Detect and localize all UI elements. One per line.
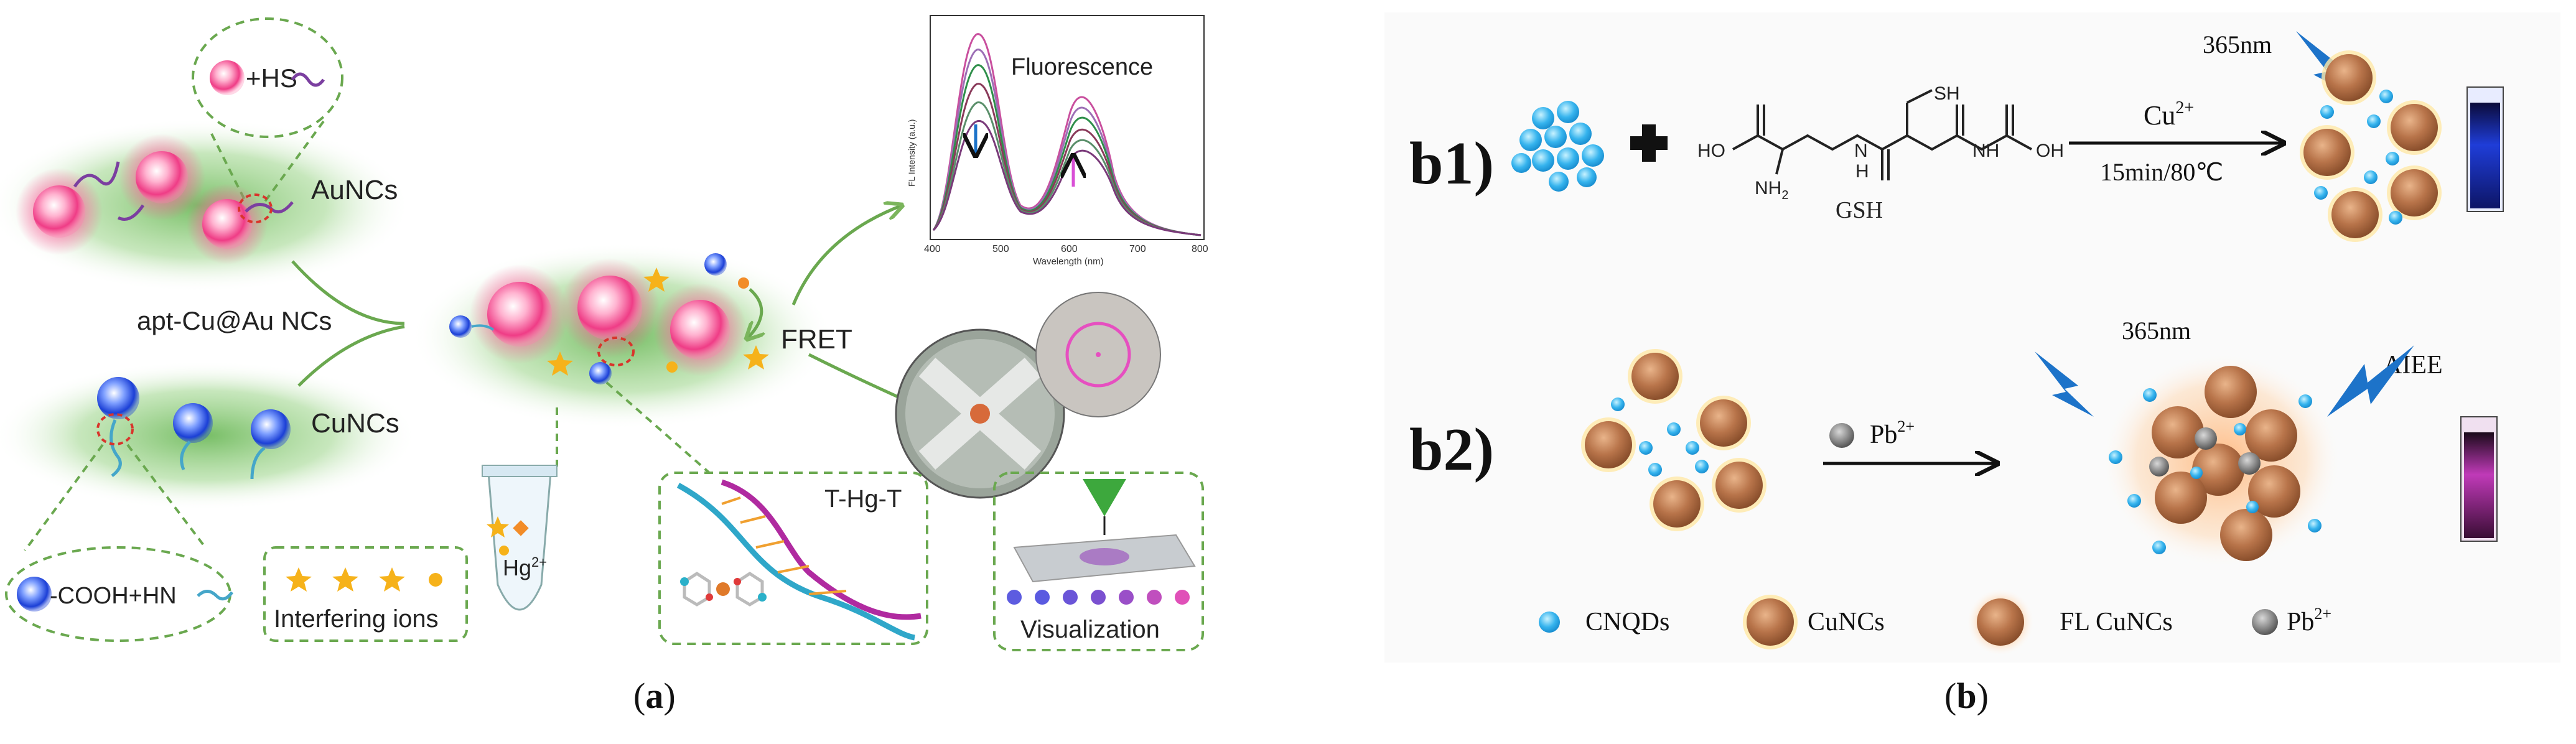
spectrum-ticks: 400 500 600 700 800 bbox=[924, 244, 1208, 254]
gsh-atoms: HO NH2 N H SH NH OH bbox=[1697, 83, 2064, 202]
interfering-box bbox=[263, 546, 468, 642]
legend-pb-label: Pb2+ bbox=[2287, 605, 2331, 636]
gsh-atom-nh2: NH2 bbox=[1755, 178, 1788, 202]
center-assembly bbox=[449, 253, 769, 384]
paper-device bbox=[895, 292, 1161, 499]
b2-reagent-symbol: Pb bbox=[1870, 421, 1897, 449]
legend-cnqd-icon bbox=[1539, 611, 1560, 633]
gsh-atom-nh-left: N bbox=[1854, 141, 1868, 161]
thgt-molecule bbox=[680, 572, 767, 607]
legend-flcunc-icon bbox=[1977, 598, 2024, 646]
spectrum-xtick: 400 bbox=[924, 244, 941, 254]
legend-pb-charge: 2+ bbox=[2314, 605, 2331, 623]
aunc-to-center-arrow bbox=[291, 260, 405, 325]
gsh-atom-n: NH bbox=[1755, 178, 1781, 198]
spectrum-xtick: 800 bbox=[1192, 244, 1208, 254]
hs-leader-2 bbox=[263, 120, 325, 203]
gsh-structure bbox=[1732, 89, 2032, 180]
b2-uv-label: 365nm bbox=[2122, 317, 2191, 345]
b1-conditions: 15min/80℃ bbox=[2100, 158, 2223, 186]
panel-b-frame bbox=[1384, 12, 2560, 663]
cnqd-cluster-b1 bbox=[1511, 101, 1604, 192]
caption-a-letter: a bbox=[645, 676, 664, 716]
b2-reagent: Pb2+ bbox=[1870, 417, 1915, 449]
gsh-atom-ho: HO bbox=[1697, 141, 1725, 161]
cunc-product-b1 bbox=[2300, 50, 2442, 242]
cooh-strand bbox=[197, 590, 234, 601]
b1-reagent-charge: 2+ bbox=[2175, 98, 2194, 118]
cunc-label: CuNCs bbox=[311, 408, 399, 439]
cooh-label: -COOH+HN bbox=[50, 583, 177, 609]
panel-a: +HS AuNCs apt-Cu@Au NCs CuN bbox=[0, 15, 1208, 651]
cooh-particle bbox=[17, 577, 52, 611]
b2-vial bbox=[2460, 416, 2498, 542]
dna-helix bbox=[676, 479, 922, 641]
pb-dot-b2 bbox=[1829, 423, 1854, 448]
apt-label: apt-Cu@Au NCs bbox=[137, 306, 332, 335]
hg-charge: 2+ bbox=[531, 554, 547, 570]
caption-b-letter: b bbox=[1956, 676, 1977, 716]
b1-vial bbox=[2466, 86, 2504, 212]
spectrum-title: Fluorescence bbox=[1011, 54, 1153, 80]
to-spectrum-arrow bbox=[791, 205, 902, 305]
panel-b: b1) HO NH2 N H SH NH OH bbox=[1384, 12, 2560, 663]
cooh-leader-1 bbox=[24, 444, 104, 552]
sample-tube bbox=[482, 465, 558, 611]
spectrum-curves bbox=[932, 33, 1202, 236]
hs-strand bbox=[291, 72, 325, 87]
visualization-label: Visualization bbox=[1020, 616, 1160, 643]
legend-cunc-icon bbox=[1747, 598, 1794, 646]
legend-cnqd-label: CNQDs bbox=[1585, 608, 1669, 636]
legend: CNQDs CuNCs FL CuNCs Pb2+ bbox=[1539, 588, 2331, 656]
legend-pb-symbol: Pb bbox=[2287, 608, 2314, 636]
thgt-label: T-Hg-T bbox=[824, 485, 902, 513]
gsh-atom-h: H bbox=[1855, 161, 1869, 182]
cunc-cluster-b2 bbox=[1581, 349, 1766, 531]
aunc-label: AuNCs bbox=[311, 175, 398, 205]
gsh-atom-nh-right: NH bbox=[1972, 141, 1999, 161]
spectrum-inset: Fluorescence FL Intensity (a.u.) Wavelen… bbox=[907, 15, 1208, 267]
cunc-cluster bbox=[96, 377, 291, 480]
b2-reagent-charge: 2+ bbox=[1897, 417, 1915, 435]
aiee-bolt-icon bbox=[2327, 345, 2414, 417]
plus-icon bbox=[1630, 124, 1668, 162]
hg-label: Hg2+ bbox=[503, 554, 547, 580]
caption-b: (b) bbox=[1944, 676, 1989, 716]
dna-box bbox=[658, 472, 928, 645]
hs-label: +HS bbox=[246, 63, 297, 93]
b1-uv-label: 365nm bbox=[2203, 30, 2272, 58]
b1-reagent-symbol: Cu bbox=[2144, 100, 2175, 131]
fret-label: FRET bbox=[781, 324, 852, 355]
cunc-to-center-arrow bbox=[297, 325, 405, 387]
gsh-atom-oh: OH bbox=[2036, 141, 2064, 161]
aunc-cluster bbox=[16, 134, 294, 264]
legend-pb-icon bbox=[2252, 609, 2278, 635]
caption-a: (a) bbox=[633, 676, 676, 716]
hs-bubble bbox=[192, 17, 343, 138]
b1-label: b1) bbox=[1409, 130, 1494, 197]
visualization-box bbox=[993, 472, 1204, 651]
fret-arrow bbox=[747, 288, 762, 339]
b1-reagent: Cu2+ bbox=[2144, 98, 2194, 131]
spectrum-ylabel: FL Intensity (a.u.) bbox=[907, 119, 917, 187]
legend-cunc-label: CuNCs bbox=[1808, 608, 1885, 636]
spectrum-xlabel: Wavelength (nm) bbox=[1033, 256, 1104, 267]
interfering-label: Interfering ions bbox=[274, 605, 439, 633]
spectrum-xtick: 500 bbox=[992, 244, 1009, 254]
cooh-leader-2 bbox=[126, 444, 207, 549]
gsh-atom-h2: 2 bbox=[1781, 188, 1788, 202]
spectrum-xtick: 700 bbox=[1129, 244, 1146, 254]
spectrum-xtick: 600 bbox=[1061, 244, 1078, 254]
gsh-label: GSH bbox=[1836, 197, 1883, 223]
color-dots bbox=[1007, 590, 1190, 605]
dropper-icon bbox=[1083, 479, 1126, 535]
fl-cunc-aggregate bbox=[2100, 351, 2343, 569]
hg-symbol: Hg bbox=[503, 555, 531, 580]
gsh-atom-sh: SH bbox=[1934, 83, 1960, 104]
ion-icons bbox=[286, 567, 442, 592]
legend-flcunc-label: FL CuNCs bbox=[2060, 608, 2173, 636]
hs-particle bbox=[210, 60, 245, 95]
b2-label: b2) bbox=[1409, 416, 1494, 483]
